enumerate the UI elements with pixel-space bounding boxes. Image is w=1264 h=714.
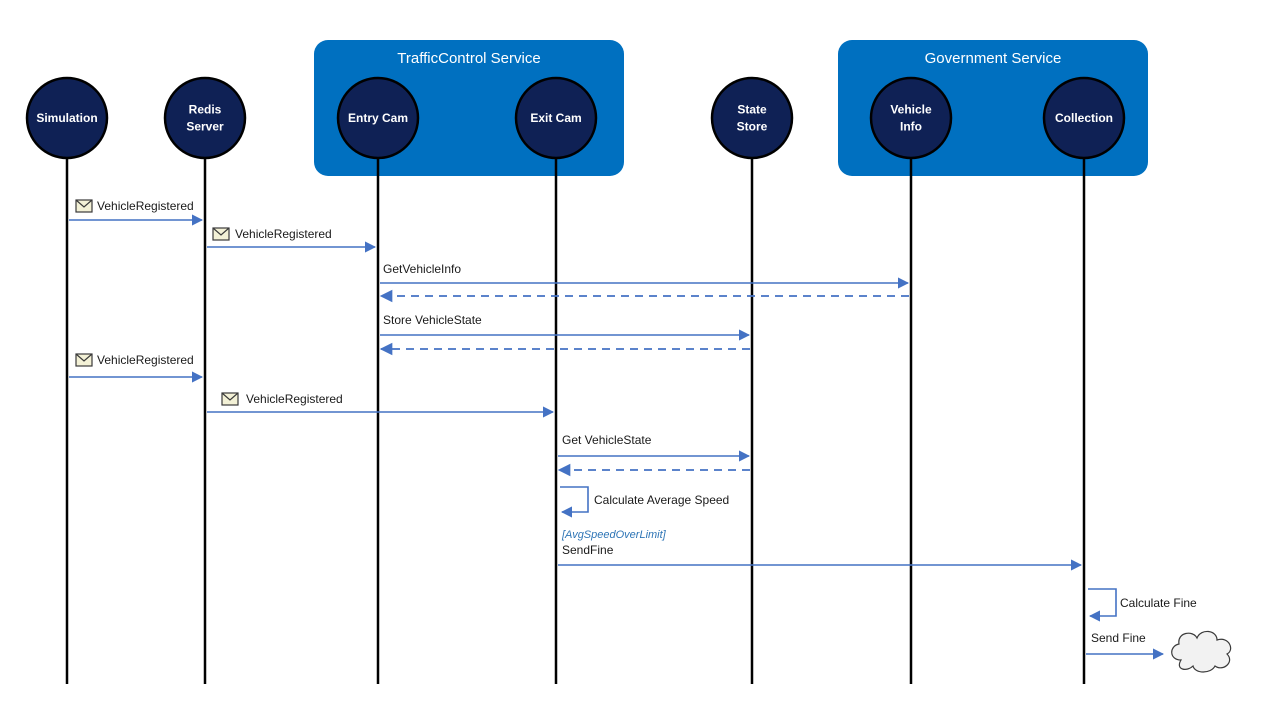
message-label: VehicleRegistered <box>246 392 343 406</box>
guard-condition: [AvgSpeedOverLimit] <box>561 529 667 541</box>
message-label: Calculate Fine <box>1120 596 1197 610</box>
actor-label-redis: Redis <box>189 103 222 117</box>
actor-label-entrycam: Entry Cam <box>348 111 408 125</box>
group-title-trafficcontrol: TrafficControl Service <box>397 50 540 67</box>
actor-statestore <box>710 76 794 160</box>
actor-label-simulation: Simulation <box>36 111 97 125</box>
actor-exitcam <box>514 76 598 160</box>
self-message-arrow <box>1088 588 1117 622</box>
actor-simulation <box>25 76 109 160</box>
actor-label-redis: Server <box>186 120 224 134</box>
message-label: VehicleRegistered <box>235 227 332 241</box>
actor-collection <box>1042 76 1126 160</box>
message-label: GetVehicleInfo <box>383 262 461 276</box>
actor-vehicleinfo <box>869 76 953 160</box>
actor-entrycam <box>336 76 420 160</box>
message-label: Send Fine <box>1091 631 1146 645</box>
message-label: Get VehicleState <box>562 433 652 447</box>
envelope-icon <box>212 227 230 241</box>
actor-label-statestore: Store <box>737 120 768 134</box>
group-title-government: Government Service <box>925 50 1062 67</box>
message-label: SendFine <box>562 543 614 557</box>
actor-label-statestore: State <box>737 103 767 117</box>
cloud-icon <box>1171 630 1232 673</box>
envelope-icon <box>75 353 93 367</box>
self-message-arrow <box>560 486 589 518</box>
actor-redis <box>163 76 247 160</box>
actor-label-vehicleinfo: Info <box>900 120 922 134</box>
actor-label-exitcam: Exit Cam <box>530 111 581 125</box>
message-label: Calculate Average Speed <box>594 493 729 507</box>
envelope-icon <box>221 392 239 406</box>
message-label: Store VehicleState <box>383 313 482 327</box>
message-label: VehicleRegistered <box>97 353 194 367</box>
actor-label-collection: Collection <box>1055 111 1113 125</box>
envelope-icon <box>75 199 93 213</box>
message-label: VehicleRegistered <box>97 199 194 213</box>
actor-label-vehicleinfo: Vehicle <box>890 103 932 117</box>
